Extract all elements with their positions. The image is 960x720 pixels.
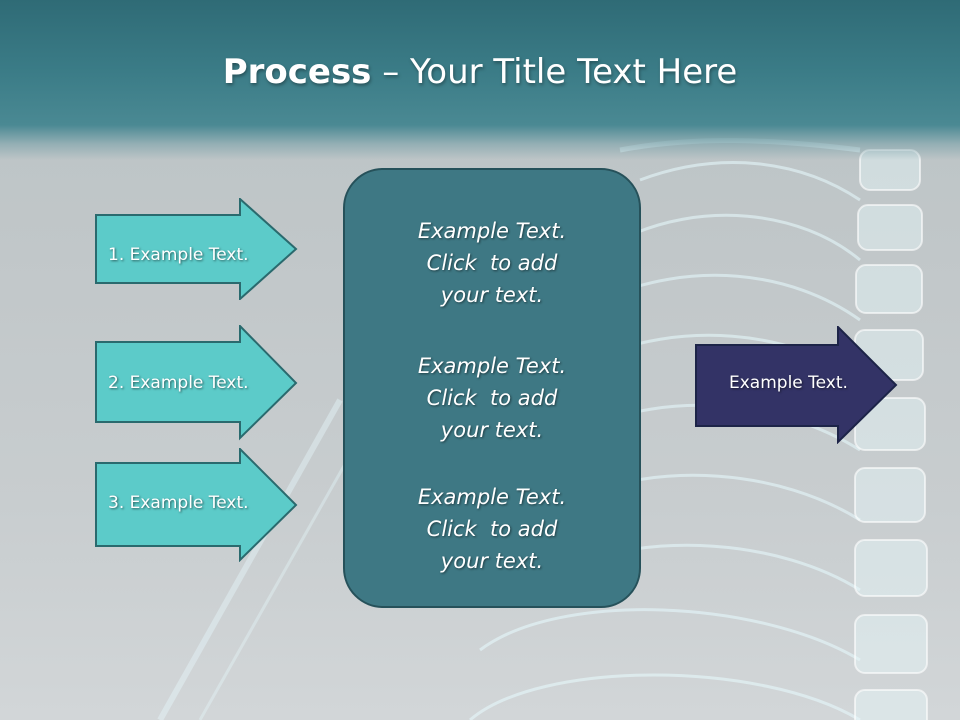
left-arrow-label: 2. Example Text. <box>108 373 249 393</box>
left-arrow-1[interactable]: 1. Example Text. <box>95 198 300 300</box>
left-arrow-label: 3. Example Text. <box>108 493 249 513</box>
center-line: Example Text. <box>417 485 567 509</box>
center-line: Example Text. <box>417 219 567 243</box>
right-arrow-shape <box>695 326 898 444</box>
center-text-block-1[interactable]: Example Text. Click to add your text. <box>345 215 639 311</box>
title-rest-text: – Your Title Text Here <box>371 52 738 92</box>
header-band <box>0 0 960 160</box>
center-line: Example Text. <box>417 354 567 378</box>
left-arrow-label: 1. Example Text. <box>108 245 249 265</box>
center-line: your text. <box>440 418 544 442</box>
center-line: your text. <box>440 549 544 573</box>
left-arrow-2[interactable]: 2. Example Text. <box>95 325 300 441</box>
center-line: your text. <box>440 283 544 307</box>
center-line: Click to add <box>426 251 558 275</box>
right-arrow-shape <box>95 325 298 441</box>
center-text-block-2[interactable]: Example Text. Click to add your text. <box>345 350 639 446</box>
right-arrow-shape <box>95 448 298 562</box>
slide-title[interactable]: Process – Your Title Text Here <box>0 52 960 92</box>
right-arrow[interactable]: Example Text. <box>695 326 900 444</box>
right-arrow-label: Example Text. <box>729 373 848 393</box>
right-arrow-shape <box>95 198 298 300</box>
center-text-box[interactable]: Example Text. Click to add your text. Ex… <box>343 168 641 608</box>
center-text-block-3[interactable]: Example Text. Click to add your text. <box>345 481 639 577</box>
title-bold-text: Process <box>222 52 372 92</box>
center-line: Click to add <box>426 517 558 541</box>
center-line: Click to add <box>426 386 558 410</box>
left-arrow-3[interactable]: 3. Example Text. <box>95 448 300 562</box>
